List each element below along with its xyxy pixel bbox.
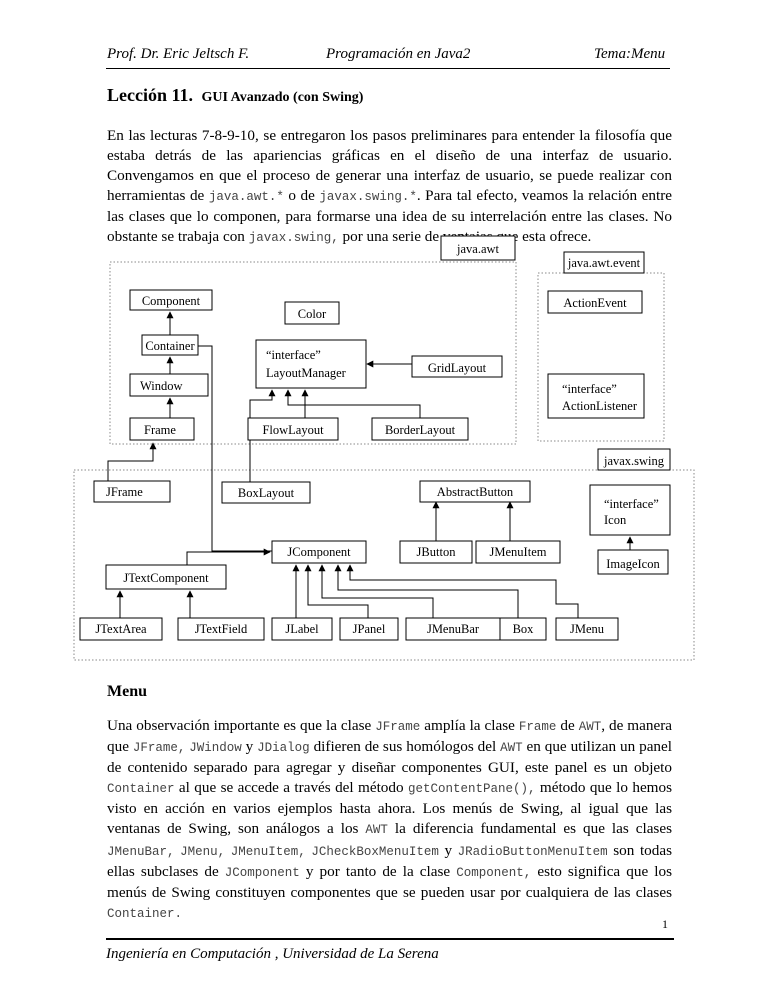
lesson-title: Lección 11. GUI Avanzado (con Swing) [107,85,363,106]
class-actionlistener-stereotype: “interface” [562,382,617,396]
class-imageicon: ImageIcon [606,557,660,571]
package-frame-swing [73,469,695,661]
package-frame-awt [109,261,517,445]
header-topic: Tema:Menu [594,46,666,62]
header-rule [106,68,670,69]
class-jpanel: JPanel [353,622,386,636]
class-jlabel: JLabel [285,622,319,636]
pkg-java-awt: java.awt [456,242,500,256]
class-boxlayout: BoxLayout [238,486,295,500]
class-jmenuitem: JMenuItem [490,545,547,559]
class-actionlistener: ActionListener [562,399,638,413]
footer-institution: Ingeniería en Computación , Universidad … [106,946,439,962]
class-jmenubar: JMenuBar [427,622,480,636]
class-icon-stereotype: “interface” [604,497,659,511]
class-gridlayout: GridLayout [428,361,487,375]
pkg-java-awt-event: java.awt.event [567,256,641,270]
class-jtextarea: JTextArea [95,622,147,636]
class-jcomponent: JComponent [287,545,351,559]
class-box: Box [513,622,535,636]
class-container: Container [145,339,195,353]
page-number: 1 [662,917,668,931]
class-icon: Icon [604,513,627,527]
footer-rule [106,938,674,940]
lesson-number: Lección 11. [107,85,193,105]
class-layoutmanager-stereotype: “interface” [266,348,321,362]
class-borderlayout: BorderLayout [385,423,456,437]
class-component: Component [142,294,201,308]
class-color: Color [298,307,327,321]
class-actionevent: ActionEvent [563,296,627,310]
pkg-javax-swing: javax.swing [603,454,665,468]
intro-paragraph: En las lecturas 7-8-9-10, se entregaron … [107,127,672,246]
class-window: Window [140,379,183,393]
section-title: Menu [107,683,147,700]
menu-paragraph: Una observación importante es que la cla… [107,717,673,921]
lesson-subtitle: GUI Avanzado (con Swing) [201,90,364,105]
class-jbutton: JButton [417,545,457,559]
class-jtextfield: JTextField [195,622,248,636]
class-layoutmanager: LayoutManager [266,366,347,380]
class-abstractbutton: AbstractButton [437,485,514,499]
class-jtextcomponent: JTextComponent [123,571,209,585]
header-author: Prof. Dr. Eric Jeltsch F. [107,46,250,62]
class-jmenu: JMenu [570,622,605,636]
class-jframe: JFrame [106,485,143,499]
class-flowlayout: FlowLayout [262,423,324,437]
header-course: Programación en Java2 [326,46,471,62]
class-frame: Frame [144,423,176,437]
